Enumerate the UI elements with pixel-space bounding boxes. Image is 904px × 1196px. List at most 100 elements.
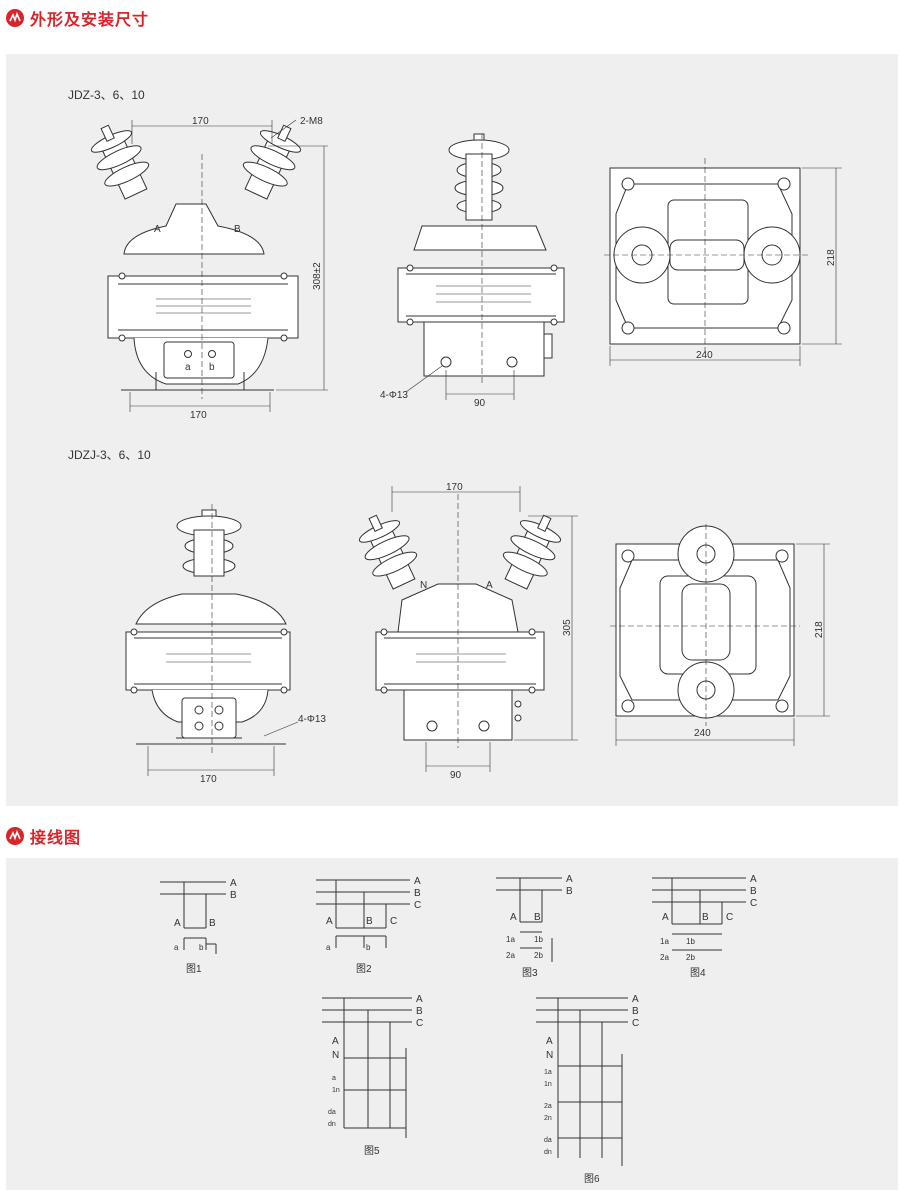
bus-b-label: B <box>632 1006 639 1017</box>
dim-jdzj-side-305: 305 <box>562 619 573 636</box>
figure-caption-1: 图1 <box>186 964 202 975</box>
section-title-dimensions: 外形及安装尺寸 <box>30 12 150 29</box>
terminal-da: da <box>328 1109 336 1116</box>
dim-jdz-sec-b: b <box>209 362 215 373</box>
wiring-figure-5 <box>322 997 412 1138</box>
brand-logo-icon <box>6 9 24 27</box>
dim-jdz-top-240: 240 <box>696 350 713 361</box>
terminal-1a: 1a <box>660 937 669 946</box>
dim-jdz-bolt: 2-M8 <box>300 116 323 127</box>
dimensions-panel: JDZ-3、6、10 JDZJ-3、6、10 <box>6 54 898 806</box>
terminal-a: a <box>326 943 331 952</box>
jdzj-front-view <box>125 504 299 776</box>
dim-jdz-front-top: 170 <box>192 116 209 127</box>
terminal-dn: dn <box>544 1149 552 1156</box>
dim-jdzj-front-hole: 4-Φ13 <box>298 714 326 725</box>
bus-b-label: B <box>750 886 757 897</box>
dim-jdz-terminal-b: B <box>234 224 241 235</box>
terminal-B: B <box>702 912 709 923</box>
dim-jdz-front-bottom: 170 <box>190 410 207 421</box>
jdz-top-view <box>604 158 842 366</box>
wiring-figure-2 <box>316 879 410 948</box>
terminal-2a: 2a <box>506 951 515 960</box>
bus-b-label: B <box>566 886 573 897</box>
terminal-1n: 1n <box>544 1081 552 1088</box>
terminal-C: C <box>390 916 397 927</box>
terminal-A: A <box>546 1036 553 1047</box>
bus-a-label: A <box>230 878 237 889</box>
terminal-b: b <box>199 943 204 952</box>
terminal-A: A <box>326 916 333 927</box>
terminal-a: a <box>174 943 179 952</box>
terminal-A: A <box>510 912 517 923</box>
terminal-N: N <box>546 1050 553 1061</box>
terminal-1a: 1a <box>544 1069 552 1076</box>
dim-jdzj-side-90: 90 <box>450 770 462 781</box>
terminal-A: A <box>174 918 181 929</box>
wiring-figure-4 <box>652 877 746 951</box>
terminal-n: 1n <box>332 1087 340 1094</box>
bus-a-label: A <box>416 994 423 1005</box>
dim-jdz-sec-a: a <box>185 362 191 373</box>
terminal-1b: 1b <box>686 937 695 946</box>
terminal-2n: 2n <box>544 1115 552 1122</box>
terminal-A: A <box>662 912 669 923</box>
model-label-jdzj: JDZJ-3、6、10 <box>68 448 151 462</box>
terminal-2a: 2a <box>544 1103 552 1110</box>
bus-a-label: A <box>566 874 573 885</box>
terminal-2b: 2b <box>534 951 543 960</box>
figure-caption-5: 图5 <box>364 1146 380 1157</box>
terminal-B: B <box>209 918 216 929</box>
bus-b-label: B <box>414 888 421 899</box>
terminal-C: C <box>726 912 733 923</box>
wiring-figure-3 <box>496 877 562 962</box>
dim-jdz-top-218: 218 <box>826 249 837 266</box>
wiring-diagrams: A B A B a b A B C A B C a b A B A B 1a 1… <box>160 874 757 1166</box>
jdz-side-view <box>397 133 565 400</box>
dim-jdzj-side-a: A <box>486 580 493 591</box>
bus-b-label: B <box>230 890 237 901</box>
dim-jdzj-top-240: 240 <box>694 728 711 739</box>
bus-c-label: C <box>750 898 757 909</box>
brand-logo-icon <box>6 827 24 845</box>
dim-jdzj-side-n: N <box>420 580 427 591</box>
wiring-figure-6 <box>536 997 628 1166</box>
terminal-B: B <box>366 916 373 927</box>
jdz-front-view <box>90 119 328 412</box>
figure-caption-2: 图2 <box>356 964 372 975</box>
terminal-B: B <box>534 912 541 923</box>
terminal-da: da <box>544 1137 552 1144</box>
jdzj-side-view <box>358 486 578 772</box>
figure-caption-3: 图3 <box>522 968 538 979</box>
terminal-a: a <box>332 1075 336 1082</box>
terminal-N: N <box>332 1050 339 1061</box>
dim-jdz-height: 308±2 <box>312 262 323 290</box>
wiring-panel: A B A B a b A B C A B C a b A B A B 1a 1… <box>6 858 898 1190</box>
section-header-wiring: 接线图 <box>6 824 81 848</box>
dim-jdz-terminal-a: A <box>154 224 161 235</box>
dim-jdz-side-90: 90 <box>474 398 486 409</box>
bus-c-label: C <box>416 1018 423 1029</box>
terminal-A: A <box>332 1036 339 1047</box>
dim-jdzj-front-170: 170 <box>200 774 217 785</box>
figure-caption-6: 图6 <box>584 1174 600 1185</box>
terminal-b: b <box>366 943 371 952</box>
figure-caption-4: 图4 <box>690 968 706 979</box>
bus-a-label: A <box>414 876 421 887</box>
bus-b-label: B <box>416 1006 423 1017</box>
terminal-2a: 2a <box>660 953 669 962</box>
terminal-2b: 2b <box>686 953 695 962</box>
dim-jdzj-top-218: 218 <box>814 621 825 638</box>
bus-c-label: C <box>414 900 421 911</box>
bus-a-label: A <box>632 994 639 1005</box>
terminal-dn: dn <box>328 1121 336 1128</box>
dim-jdz-side-hole: 4-Φ13 <box>380 390 408 401</box>
model-label-jdz: JDZ-3、6、10 <box>68 88 145 102</box>
dim-jdzj-side-170: 170 <box>446 482 463 493</box>
terminal-1b: 1b <box>534 935 543 944</box>
terminal-1a: 1a <box>506 935 515 944</box>
dimension-drawings: 170 170 2-M8 308±2 A B a b 4-Φ13 90 218 … <box>90 116 842 785</box>
section-header-dimensions: 外形及安装尺寸 <box>6 6 149 30</box>
section-title-wiring: 接线图 <box>30 830 82 847</box>
jdzj-top-view <box>610 524 830 746</box>
